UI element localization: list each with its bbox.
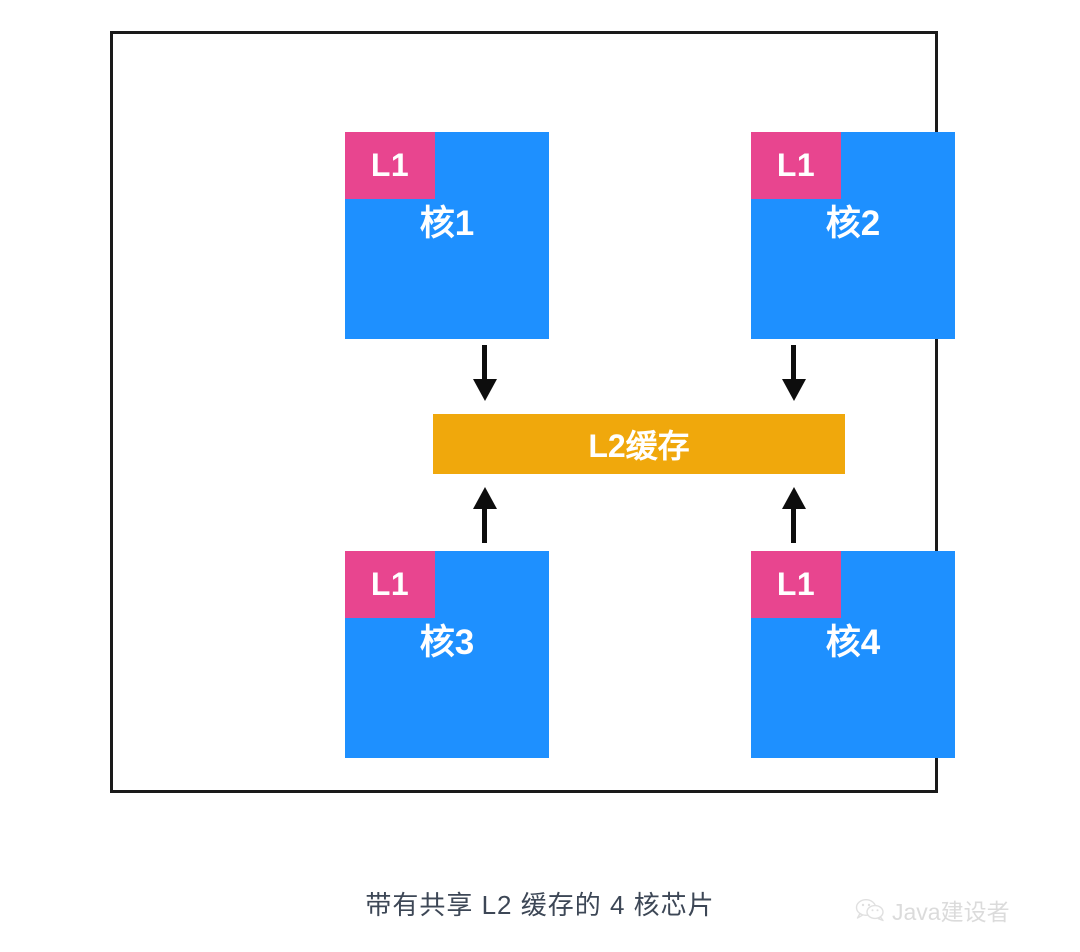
chip-package-frame: L1 核1 L1 核2 L1 核3 L1 核4 L2缓存 [110, 31, 955, 793]
arrow-core2-to-l2-icon [779, 345, 809, 401]
core-block-1[interactable]: L1 核1 [345, 132, 549, 339]
watermark: Java建设者 [855, 893, 1010, 927]
l2-cache-block[interactable]: L2缓存 [433, 414, 845, 474]
wechat-icon [855, 898, 885, 922]
l1-cache-badge-1: L1 [345, 132, 435, 199]
arrow-core3-to-l2-icon [470, 487, 500, 543]
core-block-3[interactable]: L1 核3 [345, 551, 549, 758]
core-label-2: 核2 [825, 204, 881, 243]
core-block-2[interactable]: L1 核2 [751, 132, 955, 339]
core-label-1: 核1 [419, 204, 475, 243]
core-label-4: 核4 [825, 623, 881, 662]
arrow-core4-to-l2-icon [779, 487, 809, 543]
core-block-4[interactable]: L1 核4 [751, 551, 955, 758]
l1-cache-badge-3: L1 [345, 551, 435, 618]
watermark-text: Java建设者 [892, 899, 1010, 925]
core-label-3: 核3 [419, 623, 475, 662]
l1-cache-badge-4: L1 [751, 551, 841, 618]
l1-cache-badge-2: L1 [751, 132, 841, 199]
diagram-caption: 带有共享 L2 缓存的 4 核芯片 [365, 890, 715, 920]
arrow-core1-to-l2-icon [470, 345, 500, 401]
